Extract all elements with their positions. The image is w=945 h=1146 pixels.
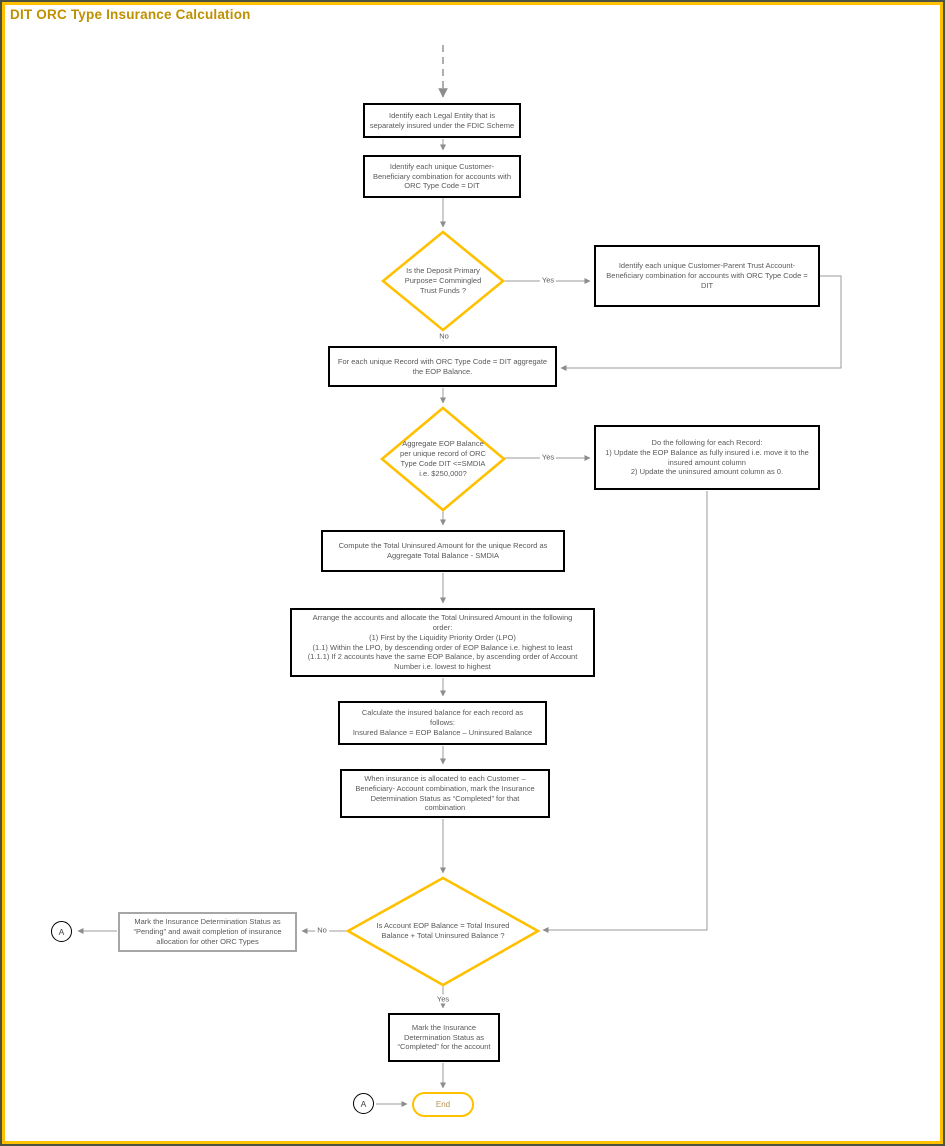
node-identify-legal-entity: Identify each Legal Entity that is separ… xyxy=(363,103,521,138)
node-calculate-insured-balance: Calculate the insured balance for each r… xyxy=(338,701,547,745)
edge-label-decision3-yes: Yes xyxy=(434,994,452,1004)
node-arrange-accounts: Arrange the accounts and allocate the To… xyxy=(290,608,595,677)
edge-label-decision1-yes: Yes xyxy=(539,275,557,285)
decision-deposit-primary-purpose-diamond xyxy=(380,230,506,332)
end-terminator: End xyxy=(412,1092,474,1117)
edge-label-decision1-no: No xyxy=(437,331,451,341)
node-mark-pending: Mark the Insurance Determination Status … xyxy=(118,912,297,952)
edge-label-decision2-yes: Yes xyxy=(539,452,557,462)
decision-deposit-primary-purpose-label: Is the Deposit Primary Purpose= Commingl… xyxy=(404,266,482,295)
connector-fullyinsured-decision3 xyxy=(542,491,708,933)
offpage-connector-a-left: A xyxy=(51,921,72,942)
page-title: DIT ORC Type Insurance Calculation xyxy=(10,7,251,22)
decision-account-eop-balance-diamond xyxy=(345,876,541,987)
connector-parenttrust-aggregate xyxy=(560,275,842,371)
decision-aggregate-eop-smdia-diamond xyxy=(379,406,507,512)
node-mark-completed-account: Mark the Insurance Determination Status … xyxy=(388,1013,500,1062)
node-compute-total-uninsured: Compute the Total Uninsured Amount for t… xyxy=(321,530,565,572)
node-identify-customer-beneficiary: Identify each unique Customer- Beneficia… xyxy=(363,155,521,198)
node-mark-completed-combination: When insurance is allocated to each Cust… xyxy=(340,769,550,818)
decision-account-eop-balance-label: Is Account EOP Balance = Total Insured B… xyxy=(376,921,510,940)
edge-label-decision3-no: No xyxy=(315,925,329,935)
node-aggregate-eop-balance: For each unique Record with ORC Type Cod… xyxy=(328,346,557,387)
offpage-connector-a-end: A xyxy=(353,1093,374,1114)
node-fully-insured-update: Do the following for each Record: 1) Upd… xyxy=(594,425,820,490)
node-identify-customer-parent-trust: Identify each unique Customer-Parent Tru… xyxy=(594,245,820,307)
decision-aggregate-eop-smdia-label: Aggregate EOP Balance per unique record … xyxy=(400,439,486,478)
